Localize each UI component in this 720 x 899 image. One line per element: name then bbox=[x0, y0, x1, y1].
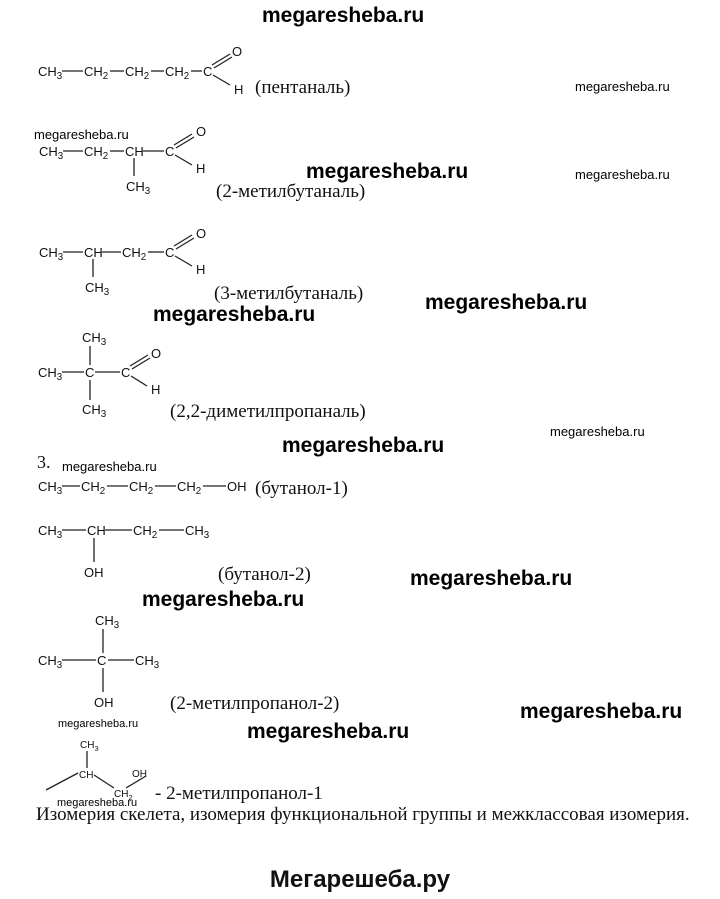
watermark: megaresheba.ru bbox=[57, 797, 138, 809]
compound-name: (пентаналь) bbox=[255, 77, 351, 98]
watermark: megaresheba.ru bbox=[575, 79, 670, 94]
atom-label: CH3 bbox=[38, 479, 62, 497]
atom-label: CH3 bbox=[39, 144, 63, 162]
atom-label: CH2 bbox=[165, 64, 189, 82]
atom-label: CH3 bbox=[38, 365, 62, 383]
watermark: megaresheba.ru bbox=[410, 567, 573, 590]
atom-label: C bbox=[121, 365, 130, 380]
compound-name: (2-метилбутаналь) bbox=[216, 181, 366, 202]
atom-label: OH bbox=[94, 695, 114, 710]
atom-label: C bbox=[97, 653, 106, 668]
atom-label: CH bbox=[84, 245, 103, 260]
atom-label: OH bbox=[132, 769, 147, 780]
atom-label: H bbox=[196, 262, 205, 277]
atom-label: CH2 bbox=[133, 523, 157, 541]
header-watermark[interactable]: megaresheba.ru bbox=[262, 4, 425, 27]
atom-label: CH2 bbox=[122, 245, 146, 263]
atom-label: CH3 bbox=[82, 330, 106, 348]
atom-label: CH2 bbox=[177, 479, 201, 497]
3-methylbutanal-structure: CH3 CH CH2 C O H CH3 bbox=[39, 226, 206, 298]
atom-label: CH3 bbox=[82, 402, 106, 420]
atom-label: H bbox=[151, 382, 160, 397]
butanol-1-structure: CH3 CH2 CH2 CH2 OH bbox=[38, 479, 247, 497]
atom-label: O bbox=[232, 44, 242, 59]
atom-label: CH3 bbox=[185, 523, 209, 541]
watermark: megaresheba.ru bbox=[34, 127, 129, 142]
atom-label: H bbox=[234, 82, 243, 97]
atom-label: CH3 bbox=[95, 613, 119, 631]
atom-label: CH3 bbox=[38, 64, 62, 82]
conclusion-text: Изомерия скелета, изомерия функционально… bbox=[36, 804, 690, 825]
atom-label: O bbox=[196, 124, 206, 139]
atom-label: CH bbox=[79, 770, 93, 781]
section-number: 3. bbox=[37, 452, 51, 472]
atom-label: CH3 bbox=[80, 740, 99, 753]
atom-label: C bbox=[165, 245, 174, 260]
atom-label: CH bbox=[125, 144, 144, 159]
compound-name: - 2-метилпропанол-1 bbox=[155, 783, 323, 804]
2-methylpropanol-1-structure: CH3 CH CH2 OH bbox=[45, 740, 147, 802]
watermark: megaresheba.ru bbox=[575, 167, 670, 182]
watermark: megaresheba.ru bbox=[247, 720, 410, 743]
watermark: megaresheba.ru bbox=[520, 700, 683, 723]
compound-name: (2-метилпропанол-2) bbox=[170, 693, 340, 714]
atom-label: CH3 bbox=[135, 653, 159, 671]
watermark: megaresheba.ru bbox=[282, 434, 445, 457]
atom-label: CH3 bbox=[39, 245, 63, 263]
butanol-2-structure: CH3 CH CH2 CH3 OH bbox=[38, 523, 209, 580]
atom-label: CH2 bbox=[114, 789, 133, 802]
atom-label: OH bbox=[84, 565, 104, 580]
atom-label: O bbox=[151, 346, 161, 361]
footer-logo[interactable]: Мегарешеба.ру bbox=[269, 866, 451, 893]
compound-name: (бутанол-2) bbox=[218, 564, 311, 585]
compound-name: (бутанол-1) bbox=[255, 478, 348, 499]
watermark: megaresheba.ru bbox=[425, 291, 588, 314]
atom-label: OH bbox=[227, 479, 247, 494]
watermark: megaresheba.ru bbox=[550, 424, 645, 439]
atom-label: CH3 bbox=[38, 523, 62, 541]
2-methylbutanal-structure: CH3 CH2 CH C O H CH3 bbox=[39, 124, 206, 197]
atom-label: CH2 bbox=[81, 479, 105, 497]
atom-label: CH3 bbox=[85, 280, 109, 298]
compound-name: (2,2-диметилпропаналь) bbox=[170, 401, 366, 422]
atom-label: O bbox=[196, 226, 206, 241]
pentanal-structure: CH3 CH2 CH2 CH2 C O H bbox=[38, 44, 243, 97]
atom-label: H bbox=[196, 161, 205, 176]
atom-label: CH2 bbox=[84, 144, 108, 162]
watermark: megaresheba.ru bbox=[58, 718, 139, 730]
watermark: megaresheba.ru bbox=[153, 303, 316, 326]
watermark: megaresheba.ru bbox=[62, 459, 157, 474]
atom-label: C bbox=[85, 365, 94, 380]
atom-label: CH2 bbox=[84, 64, 108, 82]
2-methylpropanol-2-structure: CH3 CH3 C CH3 OH bbox=[38, 613, 159, 710]
2,2-dimethylpropanal-structure: CH3 CH3 C C O H CH3 bbox=[38, 330, 161, 420]
atom-label: CH3 bbox=[38, 653, 62, 671]
atom-label: CH2 bbox=[129, 479, 153, 497]
watermark: megaresheba.ru bbox=[142, 588, 305, 611]
watermark: megaresheba.ru bbox=[306, 160, 469, 183]
atom-label: CH2 bbox=[125, 64, 149, 82]
atom-label: CH3 bbox=[126, 179, 150, 197]
compound-name: (3-метилбутаналь) bbox=[214, 283, 364, 304]
atom-label: C bbox=[203, 64, 212, 79]
atom-label: C bbox=[165, 144, 174, 159]
atom-label: CH bbox=[87, 523, 106, 538]
